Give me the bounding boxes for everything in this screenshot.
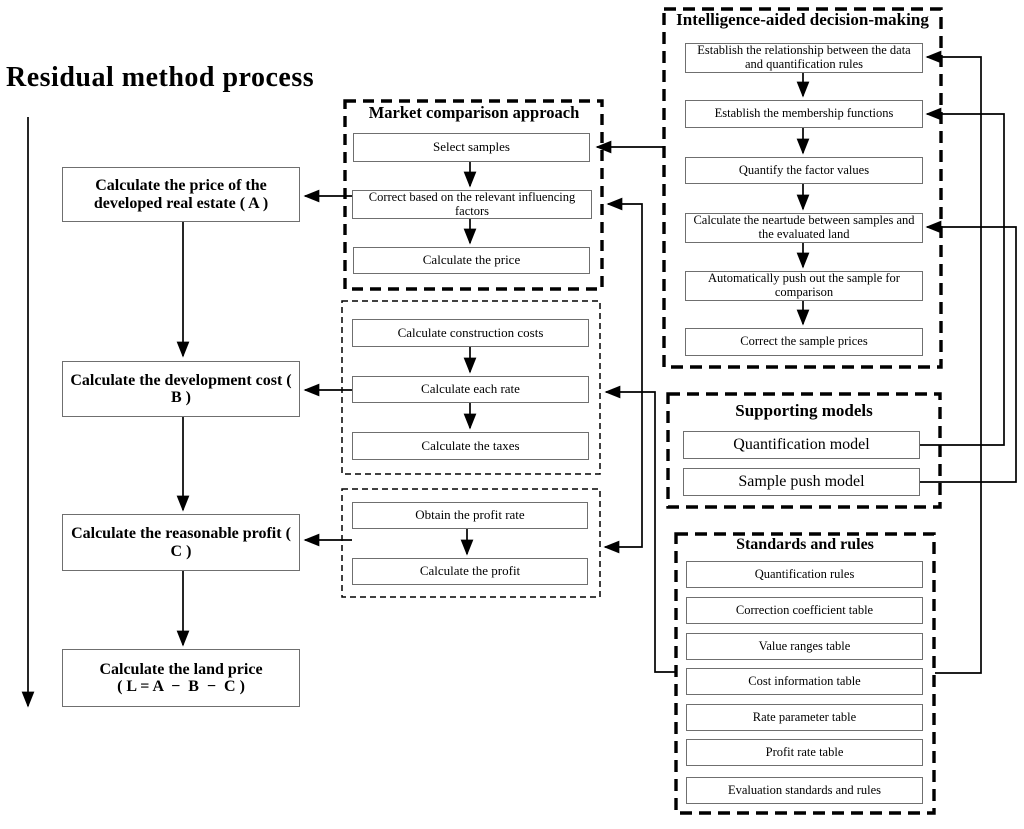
node-value-ranges-table: Value ranges table xyxy=(686,633,923,660)
node-development-cost: Calculate the development cost ( B ) xyxy=(62,361,300,417)
node-land-price: Calculate the land price ( L = A − B − C… xyxy=(62,649,300,707)
node-rate-parameter-table: Rate parameter table xyxy=(686,704,923,731)
cost-group-border xyxy=(341,300,601,475)
standards-group-border xyxy=(674,532,936,815)
arrow-costinfo-to-each-rate xyxy=(604,385,676,673)
models-group-border xyxy=(666,392,942,509)
node-quantification-rules: Quantification rules xyxy=(686,561,923,588)
market-group-border xyxy=(343,99,604,291)
standards-group-title: Standards and rules xyxy=(736,536,874,553)
node-cost-information-table: Cost information table xyxy=(686,668,923,695)
node-relationship-data-rules: Establish the relationship between the d… xyxy=(685,43,923,73)
page-title: Residual method process xyxy=(6,62,315,93)
node-taxes: Calculate the taxes xyxy=(352,432,589,460)
arrow-costinfo-to-relationship xyxy=(925,50,982,674)
node-push-sample: Automatically push out the sample for co… xyxy=(685,271,923,301)
arrow-samplepush-to-neartude xyxy=(920,220,1017,483)
node-quantify-factor-values: Quantify the factor values xyxy=(685,157,923,184)
node-calculate-profit: Calculate the profit xyxy=(352,558,588,585)
node-correct-sample-prices: Correct the sample prices xyxy=(685,328,923,356)
node-membership-functions: Establish the membership functions xyxy=(685,100,923,128)
node-price-developed-real-estate: Calculate the price of the developed rea… xyxy=(62,167,300,222)
profit-group-border xyxy=(341,488,601,598)
node-obtain-profit-rate: Obtain the profit rate xyxy=(352,502,588,529)
node-quantification-model: Quantification model xyxy=(683,431,920,459)
node-sample-push-model: Sample push model xyxy=(683,468,920,496)
land-price-label: Calculate the land price xyxy=(99,660,263,678)
node-construction-costs: Calculate construction costs xyxy=(352,319,589,347)
node-each-rate: Calculate each rate xyxy=(352,376,589,403)
market-group-title: Market comparison approach xyxy=(368,103,580,122)
node-evaluation-standards-rules: Evaluation standards and rules xyxy=(686,777,923,804)
arrow-branch-to-profit-group xyxy=(603,392,643,554)
models-group-title: Supporting models xyxy=(735,401,873,420)
arrow-quantmodel-to-membership xyxy=(920,107,1005,446)
arrow-branch-to-correct-factors xyxy=(606,197,643,392)
node-calculate-price: Calculate the price xyxy=(353,247,590,274)
land-price-formula: ( L = A − B − C ) xyxy=(117,678,245,695)
node-correction-coefficient-table: Correction coefficient table xyxy=(686,597,923,624)
node-select-samples: Select samples xyxy=(353,133,590,162)
node-neartude: Calculate the neartude between samples a… xyxy=(685,213,923,243)
node-correct-influencing-factors: Correct based on the relevant influencin… xyxy=(352,190,592,219)
node-profit-rate-table: Profit rate table xyxy=(686,739,923,766)
node-reasonable-profit: Calculate the reasonable profit ( C ) xyxy=(62,514,300,571)
intelligence-group-title: Intelligence-aided decision-making xyxy=(676,10,929,29)
intelligence-group-border xyxy=(662,7,943,369)
